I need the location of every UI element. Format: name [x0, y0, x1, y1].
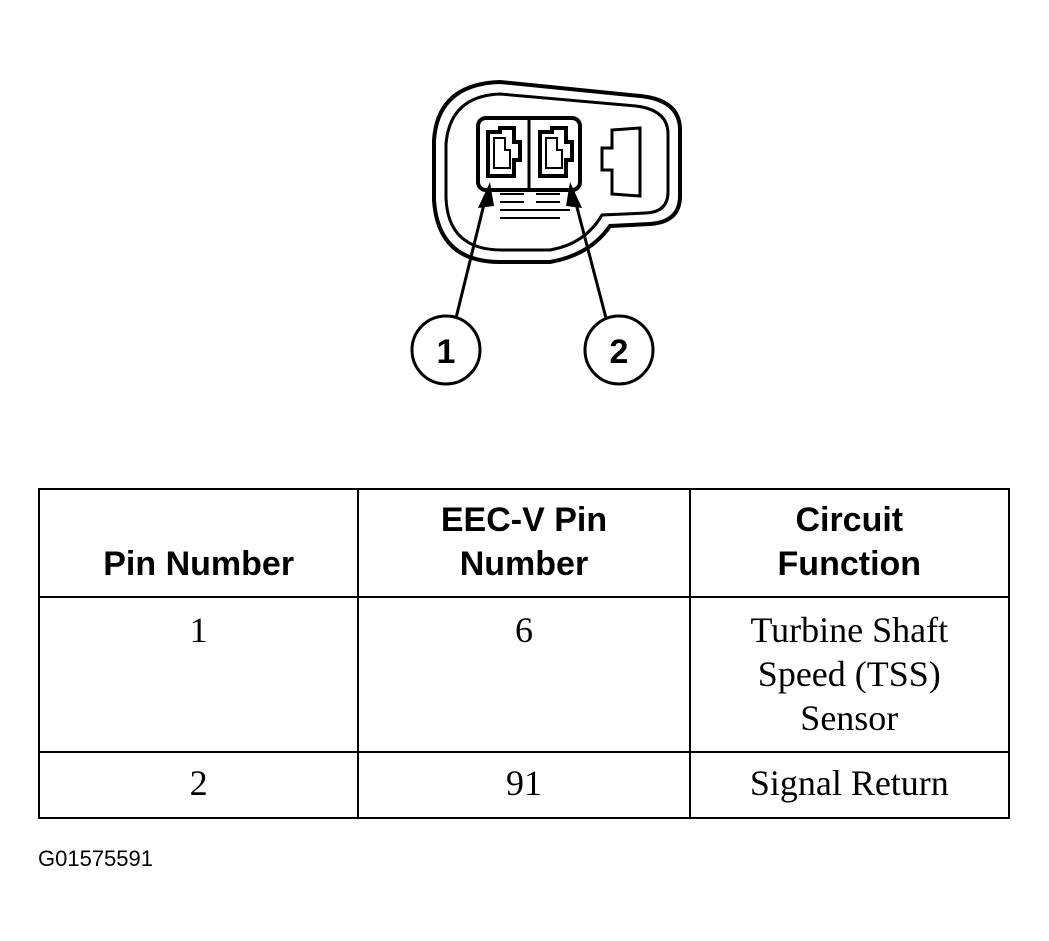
header-pin-number: Pin Number: [37, 488, 360, 598]
figure-id: G01575591: [38, 846, 153, 871]
leader-line-1: [454, 195, 488, 319]
callout-2: 2: [583, 314, 655, 386]
pin-2-terminal: [538, 126, 574, 178]
keying-ribs: [500, 193, 570, 219]
cell-circuit-function: Turbine Shaft Speed (TSS) Sensor: [688, 596, 1011, 753]
connector-diagram: 1 2: [410, 79, 682, 386]
callout-1: 1: [410, 314, 482, 386]
connector-latch: [600, 126, 642, 198]
function-line: Turbine Shaft: [750, 610, 949, 650]
table-row: 2 91 Signal Return: [37, 751, 1011, 819]
function-line: Sensor: [800, 698, 899, 738]
connector-housing-inner: [444, 92, 670, 252]
pin-table: Pin Number EEC-V Pin Number Circuit Func…: [37, 488, 1011, 819]
arrowhead-1: [478, 182, 494, 208]
header-line: Number: [459, 545, 589, 583]
function-line: Signal Return: [749, 763, 949, 803]
pin-2-terminal-inner: [545, 137, 563, 169]
terminal-cavity: [476, 116, 582, 192]
header-line: EEC-V Pin: [440, 501, 608, 539]
cell-circuit-function: Signal Return: [688, 751, 1011, 819]
pin-1-terminal: [486, 126, 522, 178]
table-header-row: Pin Number EEC-V Pin Number Circuit Func…: [37, 488, 1011, 598]
header-line: Pin Number: [103, 545, 295, 583]
callout-2-label: 2: [610, 333, 629, 371]
function-line: Speed (TSS): [757, 654, 941, 694]
leader-line-2: [572, 195, 608, 319]
header-circuit-function: Circuit Function: [688, 488, 1011, 598]
cell-eec-pin-number: 6: [357, 596, 691, 753]
connector-housing: [432, 79, 682, 264]
arrowhead-2: [566, 182, 582, 208]
cell-pin-number: 2: [37, 751, 360, 819]
header-line: Circuit: [795, 501, 904, 539]
pin-1-terminal-inner: [493, 137, 511, 169]
table-row: 1 6 Turbine Shaft Speed (TSS) Sensor: [37, 596, 1011, 753]
cell-eec-pin-number: 91: [357, 751, 691, 819]
cell-pin-number: 1: [37, 596, 360, 753]
header-line: Function: [777, 545, 922, 583]
callout-1-label: 1: [437, 333, 456, 371]
header-eec-pin-number: EEC-V Pin Number: [357, 488, 691, 598]
